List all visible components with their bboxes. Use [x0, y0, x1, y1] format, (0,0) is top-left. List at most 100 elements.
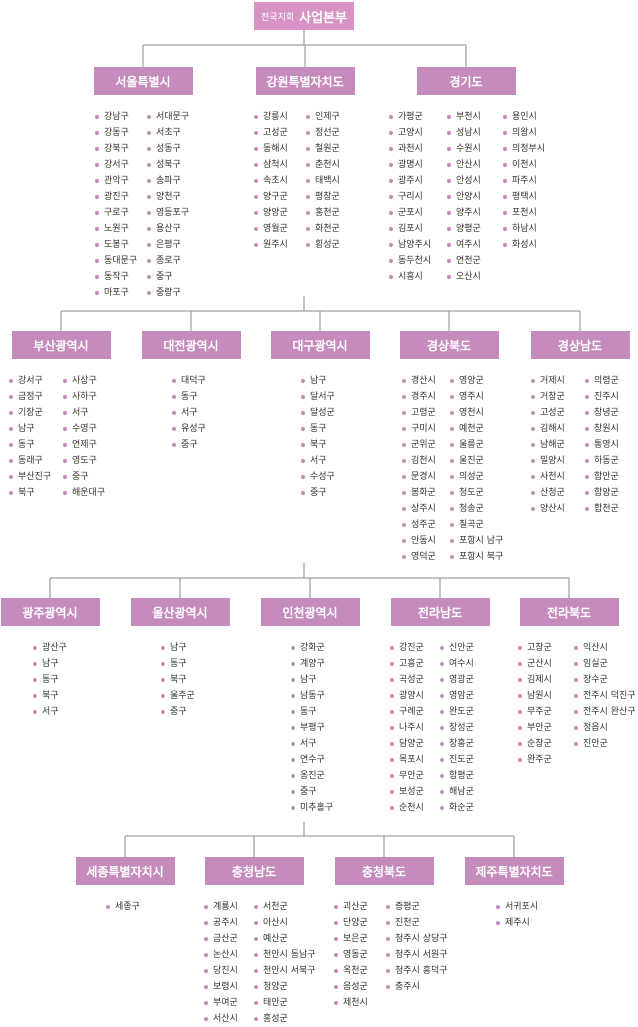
district-item: 진천군: [386, 915, 448, 931]
district-item: 원주시: [254, 237, 288, 253]
district-item: 동두천시: [389, 253, 431, 269]
region-box: 충청남도: [204, 857, 304, 885]
district-item: 담양군: [390, 736, 424, 752]
district-item: 영천시: [450, 405, 503, 421]
district-item: 정읍시: [574, 720, 636, 736]
district-item: 양산시: [531, 501, 565, 517]
region-box: 경기도: [416, 67, 516, 95]
region-box: 경상남도: [530, 331, 630, 359]
district-item: 부천시: [447, 109, 481, 125]
district-item: 춘천시: [306, 157, 340, 173]
district-item: 양구군: [254, 189, 288, 205]
district-item: 홍천군: [306, 205, 340, 221]
region-box: 제주특별자치도: [464, 857, 564, 885]
district-item: 남동구: [291, 688, 333, 704]
district-item: 남구: [301, 373, 335, 389]
district-item: 서귀포시: [496, 899, 538, 915]
hq-title: 사업본부: [299, 10, 347, 26]
district-item: 정선군: [306, 125, 340, 141]
district-item: 동해시: [254, 141, 288, 157]
district-item: 고흥군: [390, 656, 424, 672]
district-item: 보은군: [334, 931, 368, 947]
district-item: 관악구: [95, 173, 137, 189]
district-item: 중랑구: [147, 285, 189, 301]
region-box: 서울특별시: [93, 67, 193, 95]
district-item: 안동시: [402, 533, 436, 549]
region-box: 부산광역시: [11, 331, 111, 359]
district-item: 산청군: [531, 485, 565, 501]
district-item: 부안군: [518, 720, 552, 736]
district-item: 동구: [301, 421, 335, 437]
region-box: 충청북도: [334, 857, 434, 885]
district-item: 영등포구: [147, 205, 189, 221]
district-item: 마포구: [95, 285, 137, 301]
district-item: 김포시: [389, 221, 431, 237]
district-item: 양천구: [147, 189, 189, 205]
district-item: 당진시: [204, 963, 238, 979]
district-item: 김천시: [402, 453, 436, 469]
district-item: 평택시: [503, 189, 545, 205]
district-item: 안성시: [447, 173, 481, 189]
district-item: 하남시: [503, 221, 545, 237]
district-item: 익산시: [574, 640, 636, 656]
district-item: 구로구: [95, 205, 137, 221]
district-item: 남해군: [531, 437, 565, 453]
district-item: 평창군: [306, 189, 340, 205]
district-item: 구리시: [389, 189, 431, 205]
district-item: 창원시: [585, 421, 619, 437]
district-item: 강남구: [95, 109, 137, 125]
district-item: 여주시: [447, 237, 481, 253]
district-item: 중구: [172, 437, 206, 453]
district-item: 남구: [33, 656, 67, 672]
district-item: 인제구: [306, 109, 340, 125]
district-item: 칠곡군: [450, 517, 503, 533]
district-item: 서구: [172, 405, 206, 421]
district-item: 광명시: [389, 157, 431, 173]
district-item: 구례군: [390, 704, 424, 720]
district-item: 성북구: [147, 157, 189, 173]
district-item: 화성시: [503, 237, 545, 253]
district-item: 진주시: [585, 389, 619, 405]
district-item: 서초구: [147, 125, 189, 141]
district-item: 합천군: [585, 501, 619, 517]
district-list: 세종구: [106, 899, 140, 915]
district-item: 연천군: [447, 253, 481, 269]
district-item: 고양시: [389, 125, 431, 141]
district-item: 보성군: [390, 784, 424, 800]
district-item: 여수시: [440, 656, 474, 672]
district-item: 목포시: [390, 752, 424, 768]
hq-header-box: 전국지회 사업본부: [254, 2, 354, 30]
region-box: 인천광역시: [260, 598, 360, 626]
district-item: 동대문구: [95, 253, 137, 269]
district-item: 예산군: [254, 931, 316, 947]
district-item: 달서구: [301, 389, 335, 405]
district-item: 예천군: [450, 421, 503, 437]
district-item: 도봉구: [95, 237, 137, 253]
district-item: 서산시: [204, 1011, 238, 1027]
district-item: 강릉시: [254, 109, 288, 125]
district-item: 홍성군: [254, 1011, 316, 1027]
district-item: 울진군: [450, 453, 503, 469]
district-item: 북구: [9, 485, 51, 501]
district-item: 서천군: [254, 899, 316, 915]
district-item: 경산시: [402, 373, 436, 389]
district-item: 달성군: [301, 405, 335, 421]
district-item: 영광군: [440, 672, 474, 688]
district-item: 공주시: [204, 915, 238, 931]
district-item: 전주시 덕진구: [574, 688, 636, 704]
district-item: 해남군: [440, 784, 474, 800]
district-item: 연수구: [291, 752, 333, 768]
district-item: 동구: [161, 656, 195, 672]
district-item: 아산시: [254, 915, 316, 931]
